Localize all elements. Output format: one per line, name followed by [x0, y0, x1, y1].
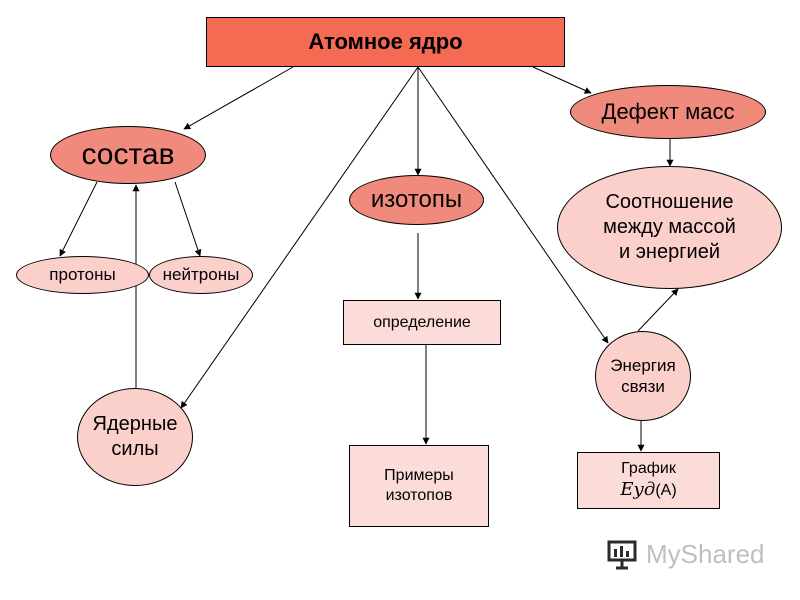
node-nuclear-forces: Ядерные силы	[77, 388, 193, 486]
node-isotope-examples: Примеры изотопов	[349, 445, 489, 527]
edge-composition-neutrons	[174, 181, 202, 257]
edge-nucleus-massdefect	[532, 66, 592, 94]
node-isotopes-label: изотопы	[370, 186, 463, 213]
myshared-logo-text: MyShared	[646, 538, 765, 569]
node-composition-label: состав	[81, 138, 175, 172]
graph-formula-argument: (A)	[655, 482, 677, 500]
node-graph-label: График	[621, 460, 676, 478]
node-isotopes: изотопы	[349, 175, 484, 225]
node-definition: определение	[343, 300, 501, 345]
node-neutrons-label: нейтроны	[162, 265, 240, 285]
node-atomic-nucleus-label: Атомное ядро	[308, 29, 463, 55]
node-graph-formula: Eуд(A)	[620, 479, 676, 502]
myshared-logo: MyShared	[606, 537, 765, 571]
edge-composition-protons	[59, 181, 98, 257]
node-definition-label: определение	[373, 313, 471, 331]
node-graph: График Eуд(A)	[577, 452, 720, 509]
node-binding-energy: Энергия связи	[595, 331, 691, 421]
node-mass-energy-relation-label: Соотношение между массой и энергией	[603, 191, 736, 263]
node-protons: протоны	[16, 256, 149, 294]
node-mass-defect-label: Дефект масс	[601, 99, 735, 125]
node-composition: состав	[50, 126, 206, 184]
graph-formula-variable: Eуд	[620, 479, 656, 501]
node-nuclear-forces-label: Ядерные силы	[92, 413, 178, 460]
node-neutrons: нейтроны	[149, 256, 253, 294]
edge-nucleus-bindingenergy	[417, 66, 609, 344]
edge-bindingenergy-massenergy	[637, 288, 679, 332]
edge-nucleus-composition	[183, 66, 294, 130]
presentation-board-icon	[607, 540, 637, 570]
node-mass-defect: Дефект масс	[570, 85, 766, 139]
node-mass-energy-relation: Соотношение между массой и энергией	[557, 166, 782, 289]
edge-nucleus-nuclearforces	[180, 66, 419, 409]
node-atomic-nucleus: Атомное ядро	[206, 17, 565, 67]
node-isotope-examples-label: Примеры изотопов	[384, 467, 454, 504]
node-binding-energy-label: Энергия связи	[610, 355, 676, 396]
node-protons-label: протоны	[49, 265, 116, 285]
